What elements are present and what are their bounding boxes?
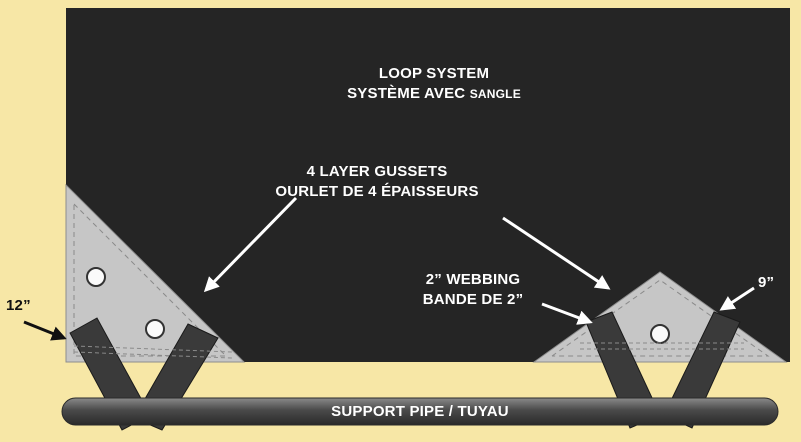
support-pipe [61, 397, 779, 426]
right-grommet [650, 324, 670, 344]
gussets-line-1: 4 LAYER GUSSETS [306, 163, 448, 180]
gusset-arrow-left [203, 196, 298, 293]
left-grommet-upper [86, 267, 106, 287]
dimension-12-label: 12” [6, 297, 31, 314]
dimension-12-arrow [23, 320, 67, 341]
webbing-arrow [541, 302, 593, 325]
title-line-1: LOOP SYSTEM [378, 65, 490, 82]
left-gusset [65, 183, 246, 363]
title-line-2-small: SANGLE [469, 87, 521, 101]
dimension-9-arrow [719, 286, 755, 311]
left-webbing-stitch [73, 345, 233, 353]
title-line-2: SYSTÈME AVEC SANGLE [347, 84, 521, 104]
webbing-line-1: 2” WEBBING [425, 271, 521, 288]
title-label: LOOP SYSTEM SYSTÈME AVEC SANGLE [347, 64, 521, 104]
webbing-label: 2” WEBBING BANDE DE 2” [423, 270, 524, 310]
left-gusset-stitch [73, 203, 228, 357]
title-line-2-main: SYSTÈME AVEC [347, 85, 470, 102]
gussets-label: 4 LAYER GUSSETS OURLET DE 4 ÉPAISSEURS [275, 162, 478, 202]
gusset-arrow-right [502, 216, 611, 290]
left-grommet-lower [145, 319, 165, 339]
left-webbing-stitch-2 [73, 351, 233, 359]
webbing-line-2: BANDE DE 2” [422, 291, 524, 308]
gussets-line-2: OURLET DE 4 ÉPAISSEURS [275, 183, 479, 200]
dimension-9-label: 9” [758, 274, 775, 291]
support-pipe-label: SUPPORT PIPE / TUYAU [331, 403, 509, 420]
